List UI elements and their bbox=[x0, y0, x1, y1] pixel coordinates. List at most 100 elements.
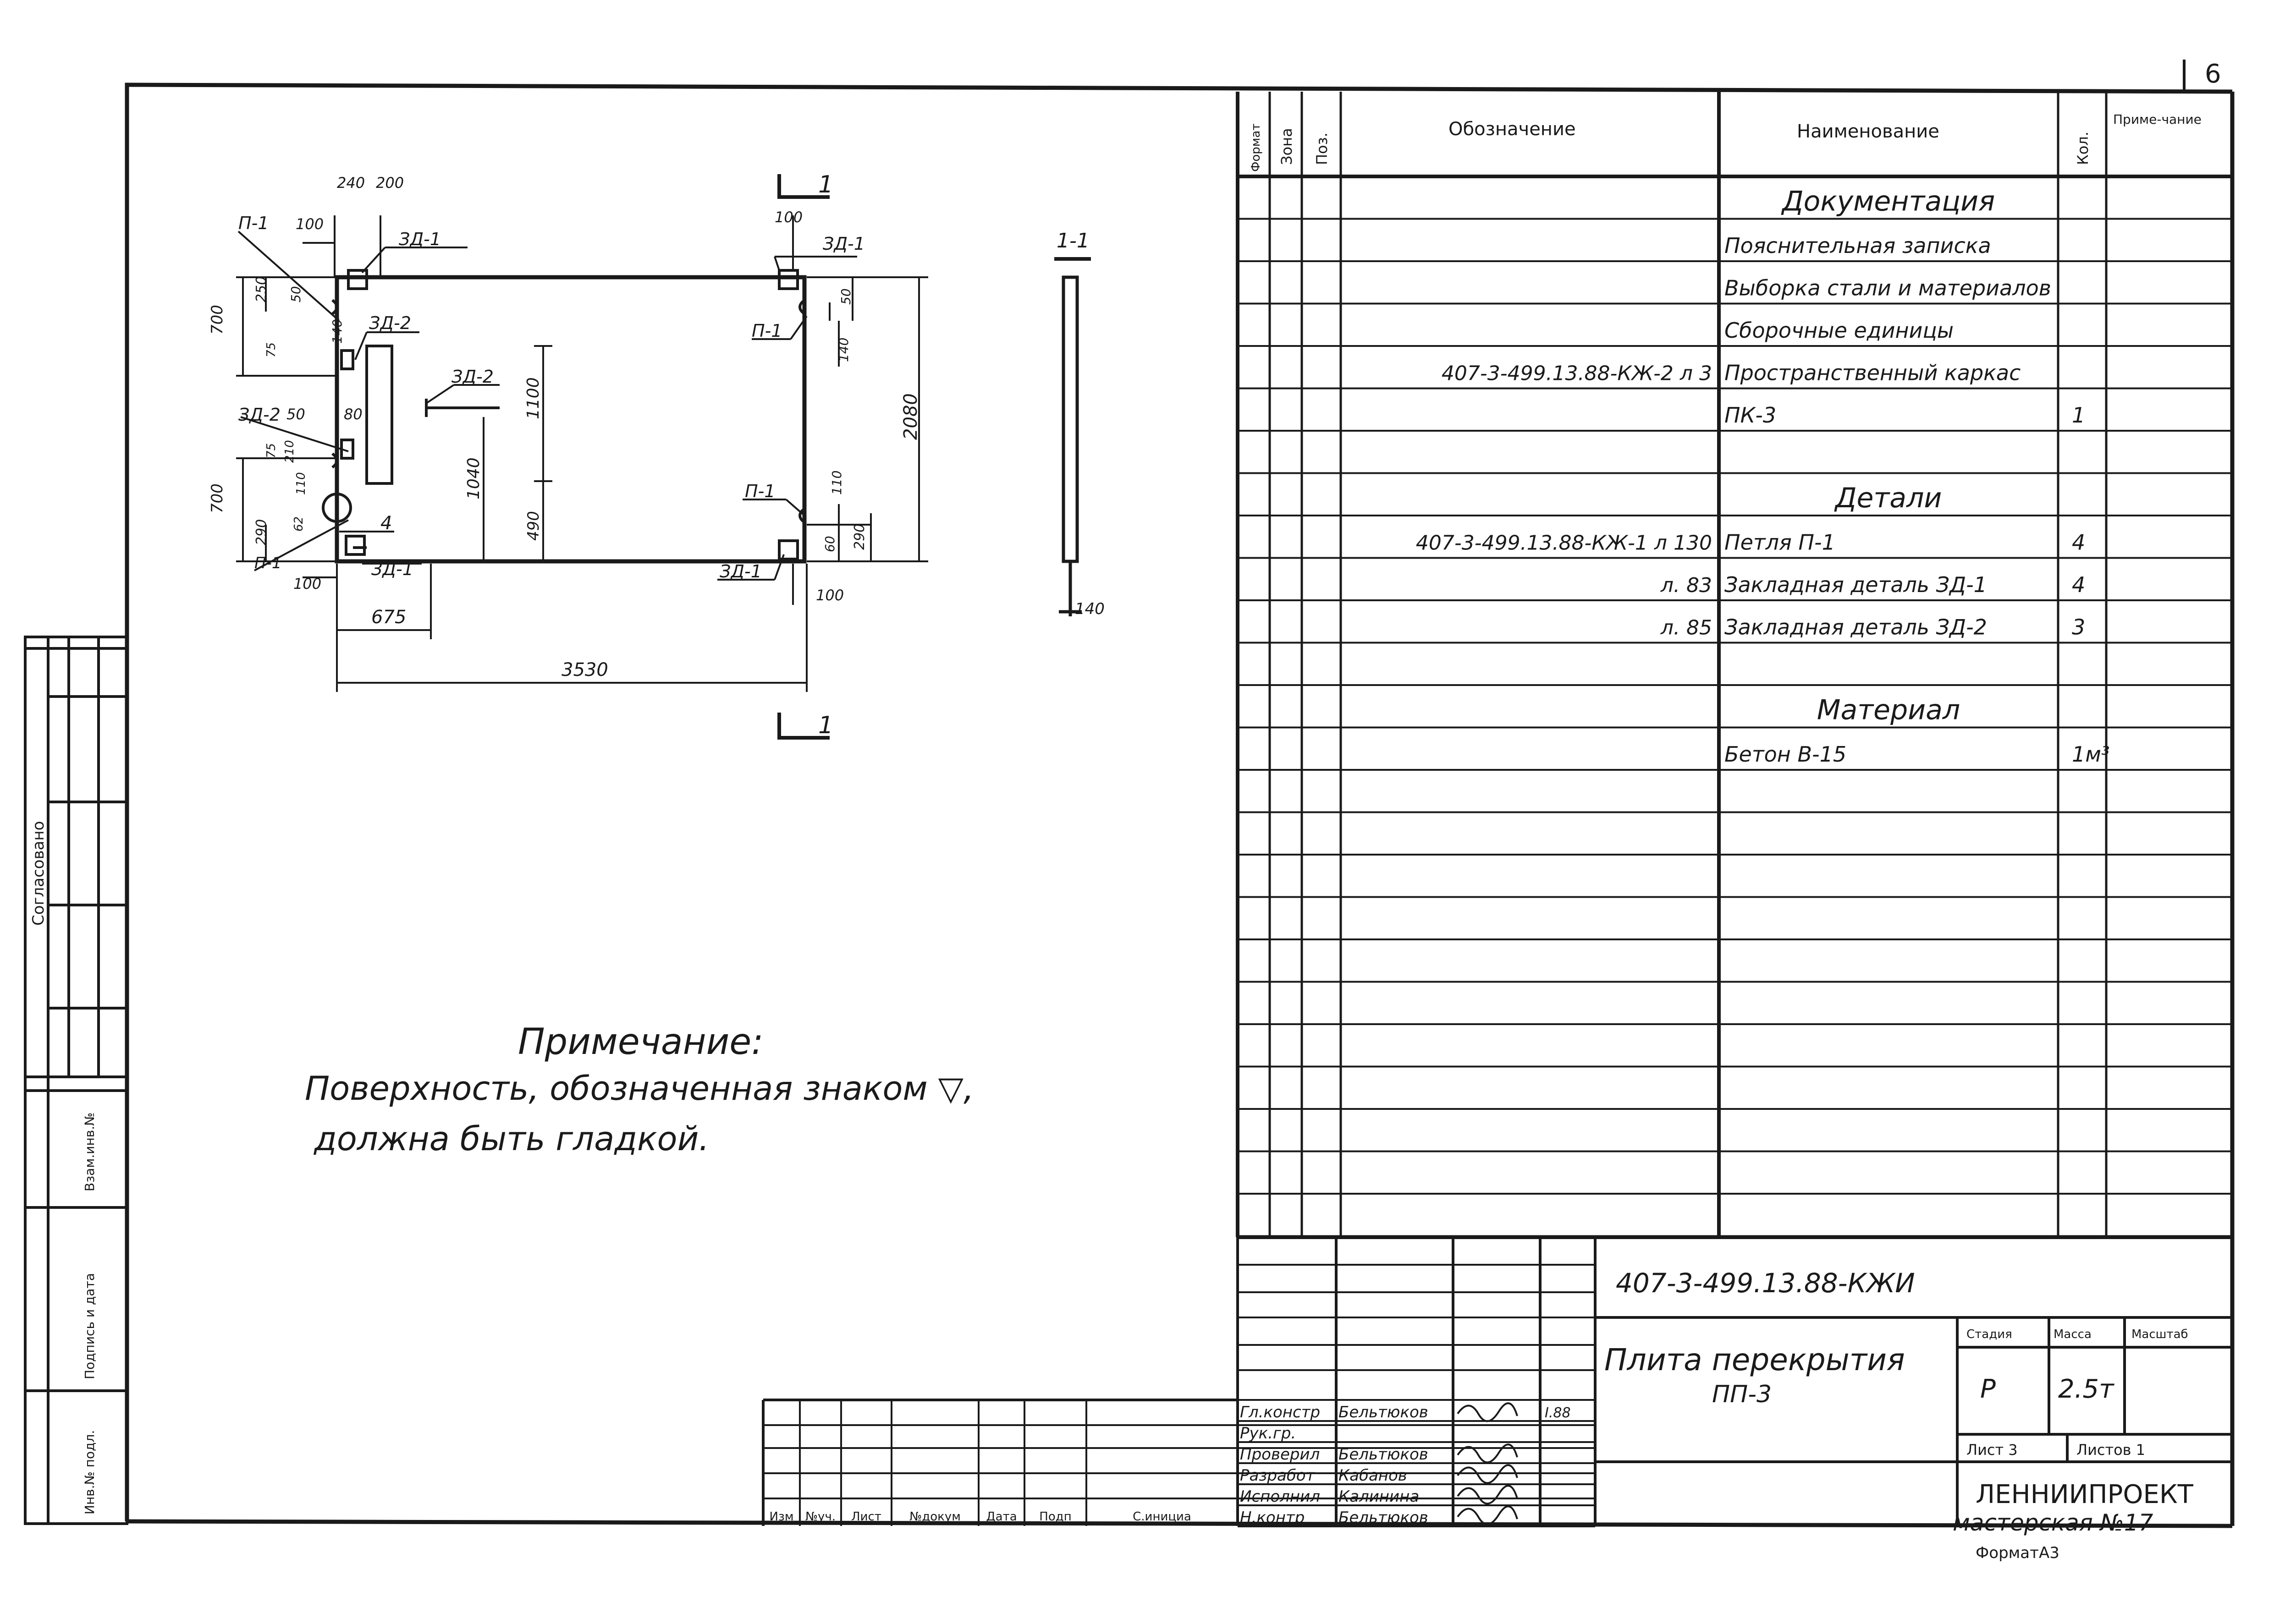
person-name: Кабанов bbox=[1338, 1466, 1407, 1485]
role-label: Проверил bbox=[1240, 1445, 1320, 1464]
spec-row: Сборочные единицы bbox=[1724, 318, 1954, 343]
revision-header: №докум bbox=[909, 1510, 961, 1524]
section-mark: 1 bbox=[818, 712, 833, 739]
leader-lines bbox=[237, 230, 857, 581]
section-marks bbox=[777, 174, 1091, 740]
scale-label: Масштаб bbox=[2131, 1328, 2188, 1341]
note-title: Примечание: bbox=[518, 1021, 764, 1063]
spec-row: Документация bbox=[1781, 186, 1995, 218]
spec-qty: 1м³ bbox=[2072, 742, 2109, 767]
label: ЗД-2 bbox=[451, 367, 494, 387]
dim: 1040 bbox=[464, 457, 483, 499]
dim: 700 bbox=[208, 483, 226, 513]
person-name: Бельтюков bbox=[1338, 1509, 1428, 1527]
org-name: ЛЕННИИПРОЕКТ bbox=[1976, 1480, 2194, 1509]
spec-name: Выборка стали и материалов bbox=[1724, 276, 2051, 301]
spec-row: Пояснительная записка bbox=[1724, 233, 1991, 258]
dim: 80 bbox=[344, 406, 363, 423]
dim: 100 bbox=[775, 208, 803, 226]
dim: 100 bbox=[816, 587, 844, 604]
spec-name: Закладная деталь ЗД-2 bbox=[1724, 615, 1987, 640]
signature-row: Проверил Бельтюков bbox=[1240, 1445, 1428, 1464]
spec-row: Детали bbox=[1834, 482, 1942, 514]
person-name: Бельтюков bbox=[1338, 1403, 1428, 1421]
dim: 3530 bbox=[562, 659, 608, 680]
revision-header: Подп bbox=[1039, 1510, 1071, 1524]
spec-section-title: Детали bbox=[1834, 482, 1942, 514]
signatures bbox=[1457, 1402, 1518, 1525]
role-label: Исполнил bbox=[1240, 1487, 1320, 1506]
inv-replace-label: Взам.инв.№ bbox=[82, 1113, 97, 1191]
dim: 50 bbox=[286, 406, 305, 423]
dim: 2080 bbox=[900, 393, 921, 440]
slab-details bbox=[322, 269, 805, 560]
label: П-1 bbox=[254, 554, 281, 572]
revision-header: Дата bbox=[986, 1510, 1017, 1524]
revision-header: №уч. bbox=[805, 1510, 836, 1524]
spec-header-designation: Обозначение bbox=[1448, 119, 1576, 140]
dim: 1100 bbox=[524, 377, 543, 419]
spec-header-name: Наименование bbox=[1797, 121, 1939, 142]
dim: 490 bbox=[524, 511, 543, 541]
agreed-label: Согласовано bbox=[29, 821, 48, 926]
doc-code: 407-3-499.13.88-КЖИ bbox=[1616, 1267, 1915, 1299]
dim: 110 bbox=[829, 471, 844, 495]
spec-designation: л. 83 bbox=[1660, 574, 1712, 597]
sheet-number: 6 bbox=[2205, 59, 2221, 89]
signature-scribble bbox=[1457, 1443, 1518, 1464]
spec-qty: 1 bbox=[2072, 403, 2085, 428]
dim: 250 bbox=[253, 276, 270, 302]
spec-row: Выборка стали и материалов bbox=[1724, 276, 2051, 301]
dim: 75 bbox=[264, 342, 278, 357]
doc-title-2: ПП-3 bbox=[1712, 1381, 1772, 1408]
title-block-rows bbox=[1238, 1264, 1595, 1527]
dim: 290 bbox=[253, 519, 270, 545]
dim: 675 bbox=[371, 607, 406, 628]
label: 4 bbox=[380, 513, 392, 534]
signature-scribble bbox=[1457, 1464, 1518, 1484]
signature-scribble bbox=[1457, 1485, 1518, 1505]
signature-scribble bbox=[1457, 1402, 1518, 1422]
sheet-value: Лист 3 bbox=[1966, 1441, 2018, 1459]
doc-title-1: Плита перекрытия bbox=[1604, 1342, 1905, 1377]
spec-row: ПК-3 1 bbox=[1724, 403, 2085, 428]
dim: 100 bbox=[293, 575, 321, 593]
signature-row: Рук.гр. bbox=[1240, 1424, 1296, 1443]
spec-name: ПК-3 bbox=[1724, 403, 1776, 428]
label: П-1 bbox=[238, 213, 269, 233]
mass-label: Масса bbox=[2054, 1328, 2092, 1341]
label: ЗД-2 bbox=[238, 405, 281, 425]
label: ЗД-1 bbox=[720, 561, 762, 582]
dim: 240 bbox=[337, 174, 365, 192]
dimension-lines bbox=[236, 215, 928, 692]
org-workshop: мастерская №17 bbox=[1953, 1509, 2153, 1536]
spec-section-title: Документация bbox=[1781, 186, 1995, 218]
stage-value: Р bbox=[1980, 1374, 1996, 1404]
person-name: Бельтюков bbox=[1338, 1445, 1428, 1464]
spec-header-qty: Кол. bbox=[2074, 132, 2092, 165]
note-line-1: Поверхность, обозначенная знаком ▽, bbox=[305, 1069, 974, 1108]
mass-value: 2.5т bbox=[2058, 1374, 2114, 1404]
dim: 50 bbox=[838, 288, 853, 305]
dim: 140 bbox=[836, 338, 851, 362]
dim: 140 bbox=[1075, 600, 1105, 618]
dim: 200 bbox=[376, 174, 404, 192]
revision-columns bbox=[762, 1400, 1239, 1526]
dim: 140 bbox=[330, 319, 345, 344]
dim: 210 bbox=[283, 440, 297, 463]
note-line-2: должна быть гладкой. bbox=[313, 1119, 709, 1158]
dim: 75 bbox=[264, 443, 278, 458]
spec-grid bbox=[1236, 92, 2232, 1237]
spec-section-title: Материал bbox=[1817, 694, 1960, 726]
label: ЗД-1 bbox=[399, 229, 441, 249]
spec-qty: 4 bbox=[2072, 572, 2085, 597]
